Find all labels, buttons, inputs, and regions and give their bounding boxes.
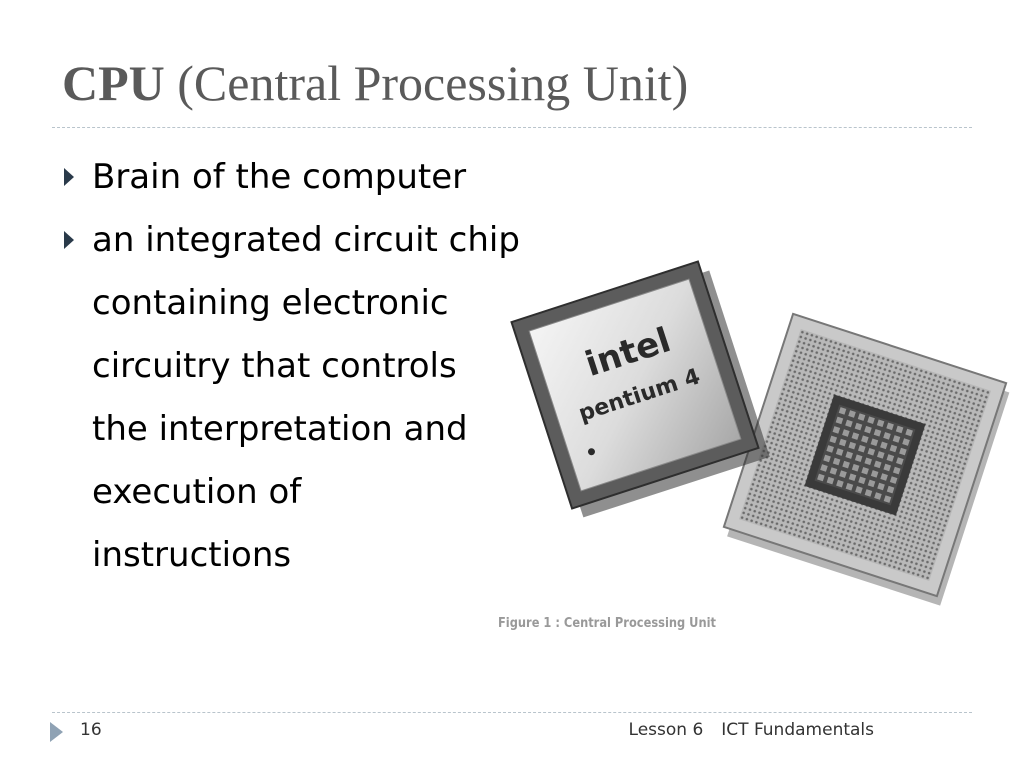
bullet-item: an integrated circuit chip containing el…: [62, 209, 562, 587]
footer-arrow-icon: [50, 722, 63, 742]
bullet-line: execution of: [92, 472, 302, 512]
page-title: CPU (Central Processing Unit): [62, 58, 688, 108]
triangle-bullet-icon: [64, 168, 74, 186]
bullet-line: containing electronic: [92, 283, 449, 323]
bullet-line: Brain of the computer: [92, 157, 467, 197]
cpu-chip-image: intel pentium 4: [510, 260, 770, 518]
footer-course: ICT Fundamentals: [721, 720, 874, 740]
bullet-line: circuitry that controls: [92, 346, 457, 386]
footer-divider: [52, 712, 972, 713]
bullet-line: instructions: [92, 535, 292, 575]
bullet-line: the interpretation and: [92, 409, 468, 449]
title-divider: [52, 127, 972, 128]
page-number: 16: [80, 720, 102, 740]
bullet-item: Brain of the computer: [62, 146, 562, 209]
bullet-line: an integrated circuit chip: [92, 220, 520, 260]
title-rest: (Central Processing Unit): [164, 55, 689, 111]
title-bold: CPU: [62, 55, 165, 111]
footer-lesson: Lesson 6: [628, 720, 704, 740]
bullet-list: Brain of the computer an integrated circ…: [62, 146, 562, 587]
triangle-bullet-icon: [64, 231, 74, 249]
figure-caption: Figure 1 : Central Processing Unit: [498, 616, 716, 631]
cpu-pin-side-image: [722, 312, 1010, 606]
cpu-figure: intel pentium 4 Figure 1 : Central Proce…: [498, 260, 1010, 631]
footer-info: Lesson 6 ICT Fundamentals: [629, 720, 874, 740]
